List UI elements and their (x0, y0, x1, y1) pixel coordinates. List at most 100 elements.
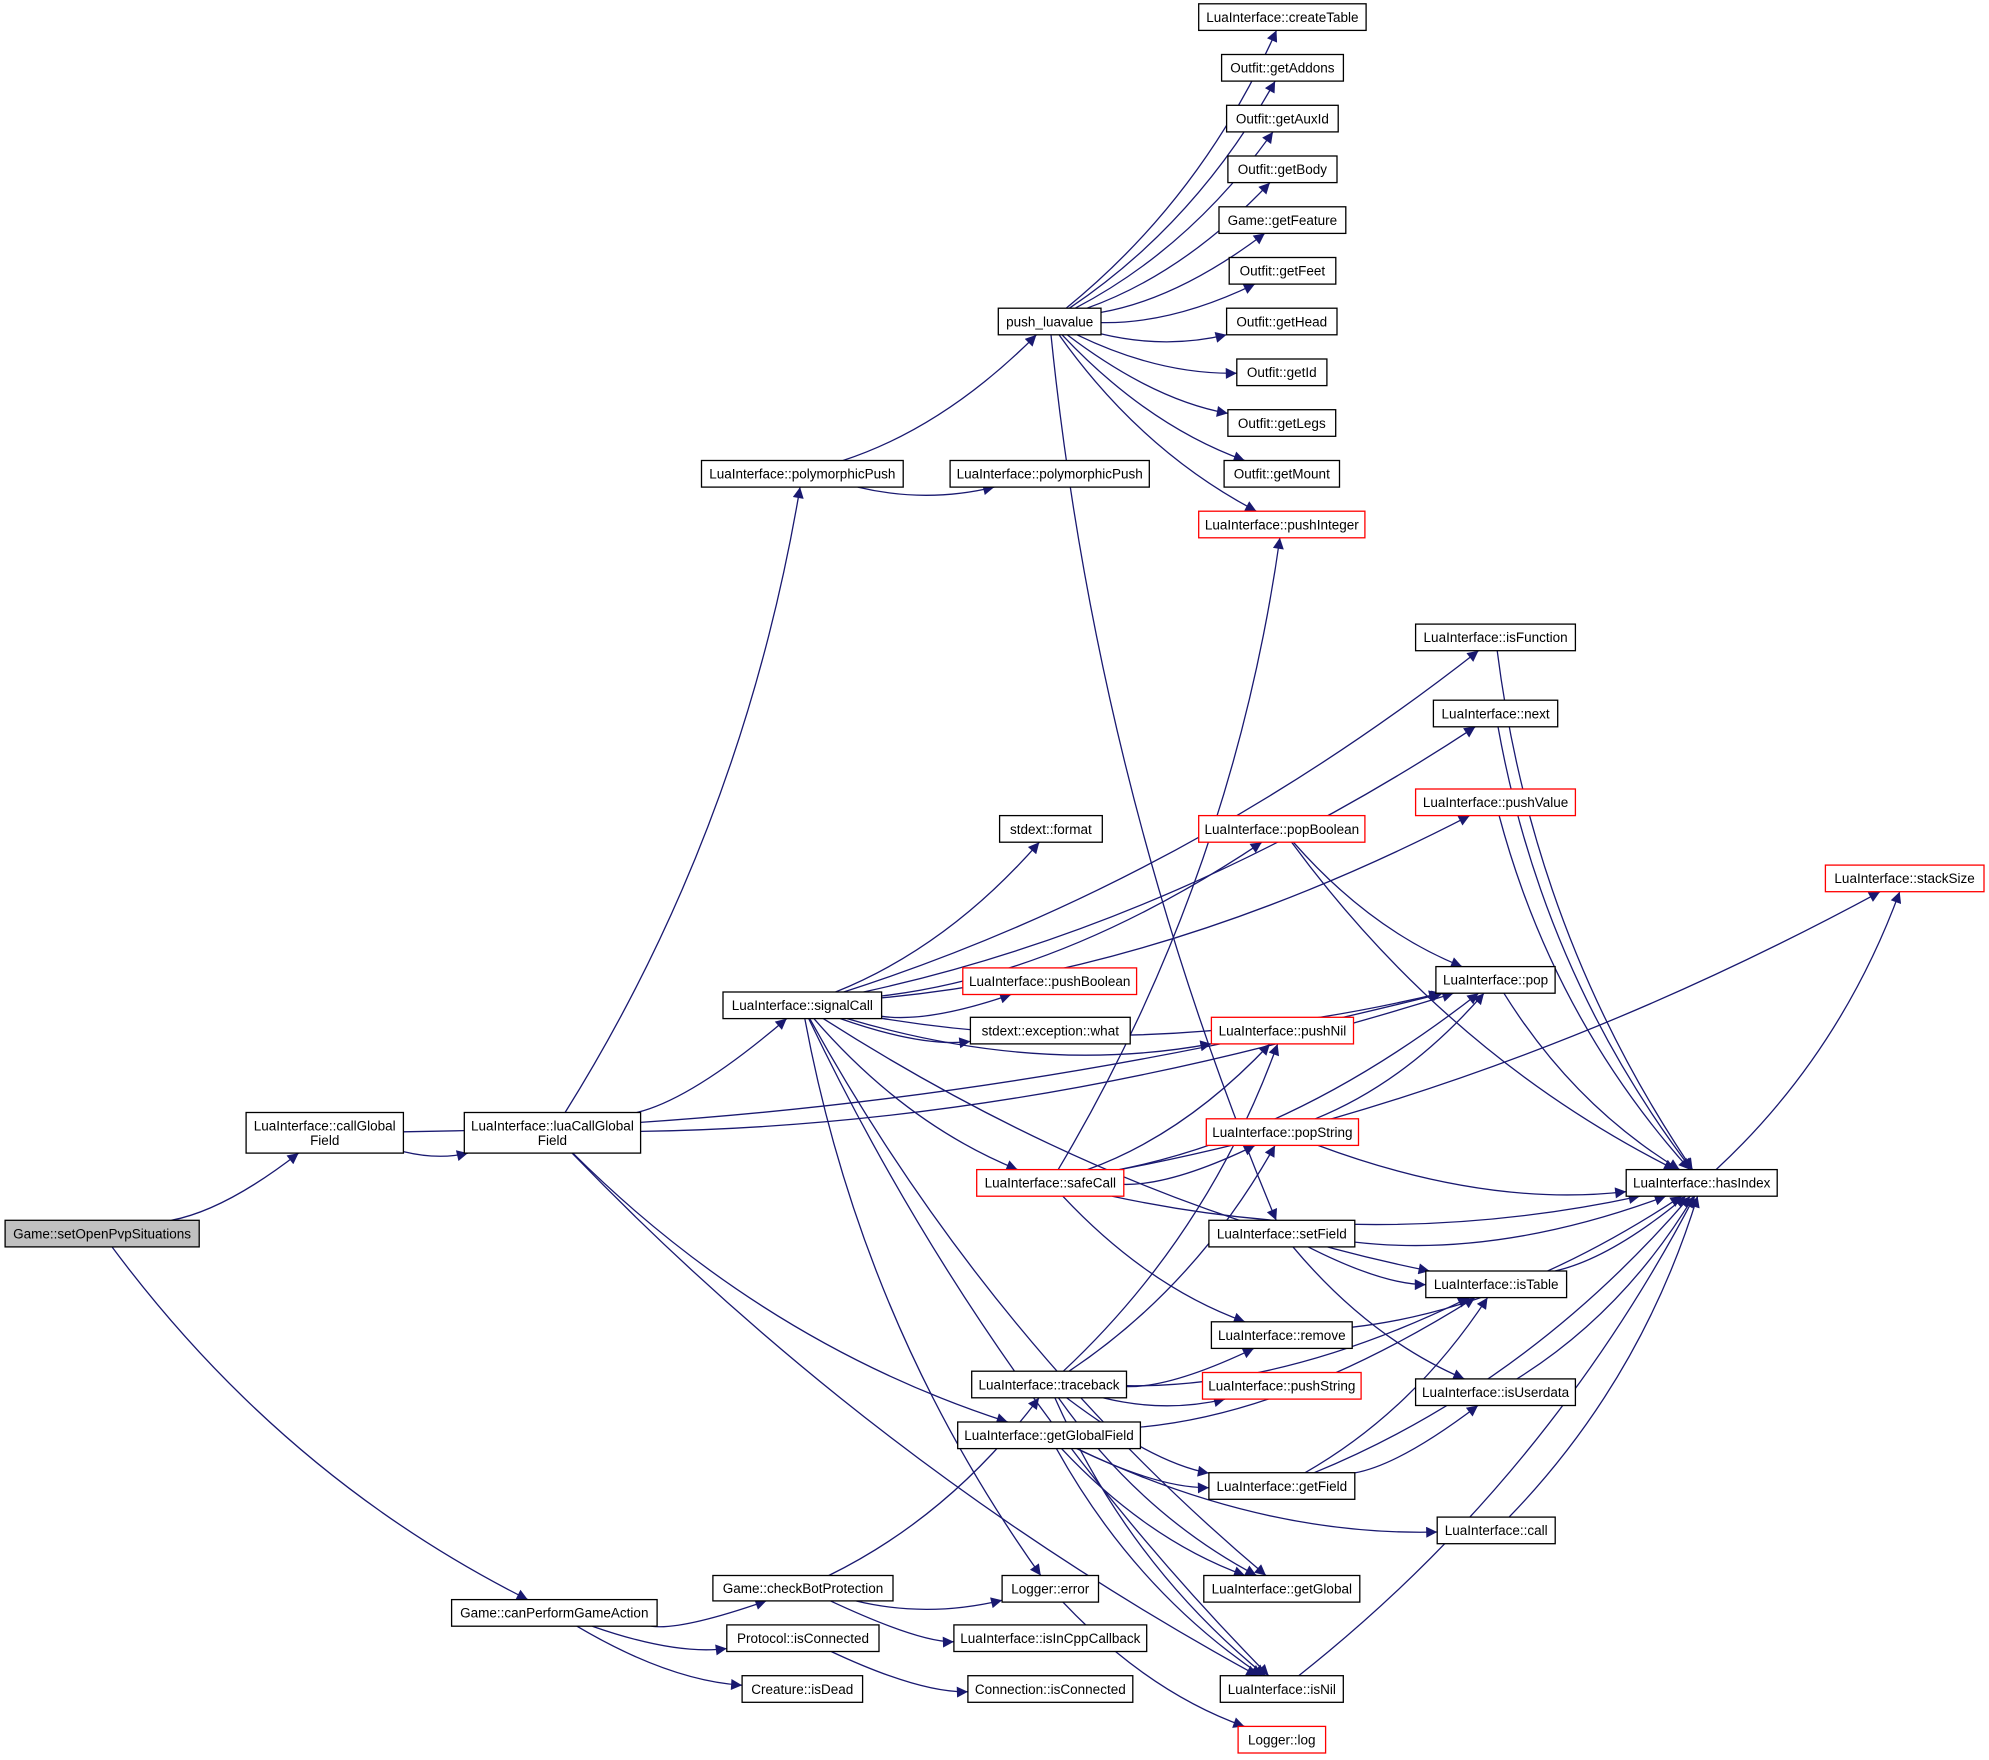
node-pop[interactable]: LuaInterface::pop (1435, 965, 1556, 994)
node-label: LuaInterface::getGlobal (1212, 1582, 1352, 1597)
edge-traceback-to-getField (1066, 1397, 1210, 1477)
node-label: Protocol::isConnected (737, 1631, 869, 1646)
node-isInCppCallback[interactable]: LuaInterface::isInCppCallback (953, 1624, 1148, 1653)
node-box (967, 1675, 1134, 1703)
edge-signalCall-to-isNil (808, 1018, 1270, 1677)
edge-isFunction-to-hasIndex (1496, 650, 1694, 1170)
edge-safeCall-to-remove (1062, 1195, 1246, 1324)
node-setOpenPvpSituations[interactable]: Game::setOpenPvpSituations (4, 1219, 200, 1248)
node-getMount[interactable]: Outfit::getMount (1223, 459, 1341, 488)
edge-isNil-to-hasIndex (1298, 1195, 1696, 1677)
node-box (1824, 864, 1985, 893)
node-pushInteger[interactable]: LuaInterface::pushInteger (1198, 510, 1366, 539)
node-exceptionWhat[interactable]: stdext::exception::what (969, 1016, 1131, 1045)
node-getFeature[interactable]: Game::getFeature (1218, 206, 1347, 235)
node-getAuxId[interactable]: Outfit::getAuxId (1225, 104, 1339, 133)
node-label: Game::setOpenPvpSituations (13, 1226, 191, 1241)
node-label: LuaInterface::isUserdata (1422, 1385, 1570, 1400)
node-box (1432, 699, 1559, 728)
edge-luaCallGlobalField-to-getGlobalField (572, 1152, 1008, 1424)
node-getId[interactable]: Outfit::getId (1236, 358, 1328, 387)
node-push_luavalue[interactable]: push_luavalue (997, 307, 1102, 336)
node-getGlobal[interactable]: LuaInterface::getGlobal (1203, 1574, 1361, 1603)
node-creatureIsDead[interactable]: Creature::isDead (741, 1675, 864, 1703)
edge-checkBotProtection-to-isInCppCallback (829, 1600, 954, 1648)
node-traceback[interactable]: LuaInterface::traceback (971, 1370, 1128, 1399)
node-box (1414, 788, 1577, 817)
node-label: LuaInterface::call (1445, 1523, 1548, 1538)
node-label: LuaInterface::popBoolean (1204, 822, 1359, 837)
node-popBoolean[interactable]: LuaInterface::popBoolean (1198, 814, 1366, 843)
edge-setOpenPvpSituations-to-canPerformGameAction (111, 1246, 529, 1601)
node-getLegs[interactable]: Outfit::getLegs (1227, 409, 1337, 437)
node-stdextFormat[interactable]: stdext::format (998, 814, 1103, 843)
node-getAddons[interactable]: Outfit::getAddons (1220, 53, 1345, 82)
node-label: Creature::isDead (751, 1682, 853, 1697)
node-pushString[interactable]: LuaInterface::pushString (1201, 1371, 1362, 1400)
node-polymorphicPush2[interactable]: LuaInterface::polymorphicPush (949, 459, 1150, 488)
node-protocolIsConnected[interactable]: Protocol::isConnected (726, 1624, 880, 1653)
edge-getGlobalField-to-isNil (1055, 1448, 1263, 1677)
node-canPerformGameAction[interactable]: Game::canPerformGameAction (450, 1598, 658, 1627)
node-isFunction[interactable]: LuaInterface::isFunction (1414, 623, 1577, 652)
node-box (971, 1370, 1128, 1399)
node-box (1414, 1378, 1577, 1407)
node-getGlobalField[interactable]: LuaInterface::getGlobalField (957, 1421, 1142, 1450)
node-safeCall[interactable]: LuaInterface::safeCall (976, 1168, 1125, 1197)
node-label: Connection::isConnected (975, 1682, 1126, 1697)
node-label: LuaInterface::callGlobal (254, 1118, 396, 1133)
node-box (1198, 3, 1367, 32)
node-box (722, 991, 883, 1020)
node-label: LuaInterface::getGlobalField (964, 1428, 1134, 1443)
node-loggerLog[interactable]: Logger::log (1237, 1725, 1327, 1754)
node-getField[interactable]: LuaInterface::getField (1208, 1472, 1356, 1500)
node-getFeet[interactable]: Outfit::getFeet (1228, 256, 1337, 285)
node-pushBoolean[interactable]: LuaInterface::pushBoolean (962, 967, 1138, 996)
node-box (1205, 1118, 1360, 1147)
node-getBody[interactable]: Outfit::getBody (1227, 155, 1338, 184)
node-loggerError[interactable]: Logger::error (1001, 1574, 1100, 1603)
node-polymorphicPush1[interactable]: LuaInterface::polymorphicPush (700, 459, 904, 488)
node-remove[interactable]: LuaInterface::remove (1210, 1321, 1353, 1350)
node-label: LuaInterface::isFunction (1424, 630, 1568, 645)
edge-push_luavalue-to-getBody (1086, 182, 1271, 309)
edge-traceback-to-popString (1068, 1145, 1276, 1372)
node-next[interactable]: LuaInterface::next (1432, 699, 1559, 728)
node-box (1228, 256, 1337, 285)
node-box (1208, 1472, 1356, 1500)
node-box (700, 459, 904, 488)
node-isUserdata[interactable]: LuaInterface::isUserdata (1414, 1378, 1577, 1407)
node-box (957, 1421, 1142, 1450)
edge-call-to-hasIndex (1508, 1196, 1700, 1518)
node-box (1227, 409, 1337, 437)
edge-hasIndex-to-stackSize (1715, 891, 1902, 1171)
node-hasIndex[interactable]: LuaInterface::hasIndex (1625, 1168, 1778, 1197)
node-pushValue[interactable]: LuaInterface::pushValue (1414, 788, 1577, 817)
node-label: Outfit::getMount (1234, 467, 1330, 482)
node-connectionIsConnected[interactable]: Connection::isConnected (967, 1675, 1134, 1703)
node-signalCall[interactable]: LuaInterface::signalCall (722, 991, 883, 1020)
edge-push_luavalue-to-pushInteger (1058, 334, 1257, 512)
node-stackSize[interactable]: LuaInterface::stackSize (1824, 864, 1985, 893)
edge-popBoolean-to-pop (1293, 841, 1463, 968)
node-pushNil[interactable]: LuaInterface::pushNil (1210, 1016, 1355, 1045)
edge-signalCall-to-isFunction (843, 650, 1479, 993)
node-getHead[interactable]: Outfit::getHead (1225, 307, 1338, 336)
node-isNil[interactable]: LuaInterface::isNil (1219, 1675, 1344, 1703)
edge-pushValue-to-hasIndex (1498, 815, 1691, 1171)
node-setField[interactable]: LuaInterface::setField (1208, 1219, 1356, 1248)
node-label: Field (310, 1133, 339, 1148)
edge-signalCall-to-loggerError (804, 1018, 1042, 1576)
node-label: Outfit::getBody (1238, 162, 1328, 177)
edge-callGlobalField-to-luaCallGlobalField (403, 1150, 469, 1162)
node-box (998, 814, 1103, 843)
node-call[interactable]: LuaInterface::call (1436, 1516, 1556, 1545)
node-isTable[interactable]: LuaInterface::isTable (1425, 1270, 1568, 1299)
node-checkBotProtection[interactable]: Game::checkBotProtection (712, 1574, 894, 1602)
node-label: LuaInterface::isTable (1434, 1277, 1559, 1292)
node-popString[interactable]: LuaInterface::popString (1205, 1118, 1360, 1147)
edge-polymorphicPush1-to-polymorphicPush2 (857, 484, 995, 496)
node-createTable[interactable]: LuaInterface::createTable (1198, 3, 1367, 32)
